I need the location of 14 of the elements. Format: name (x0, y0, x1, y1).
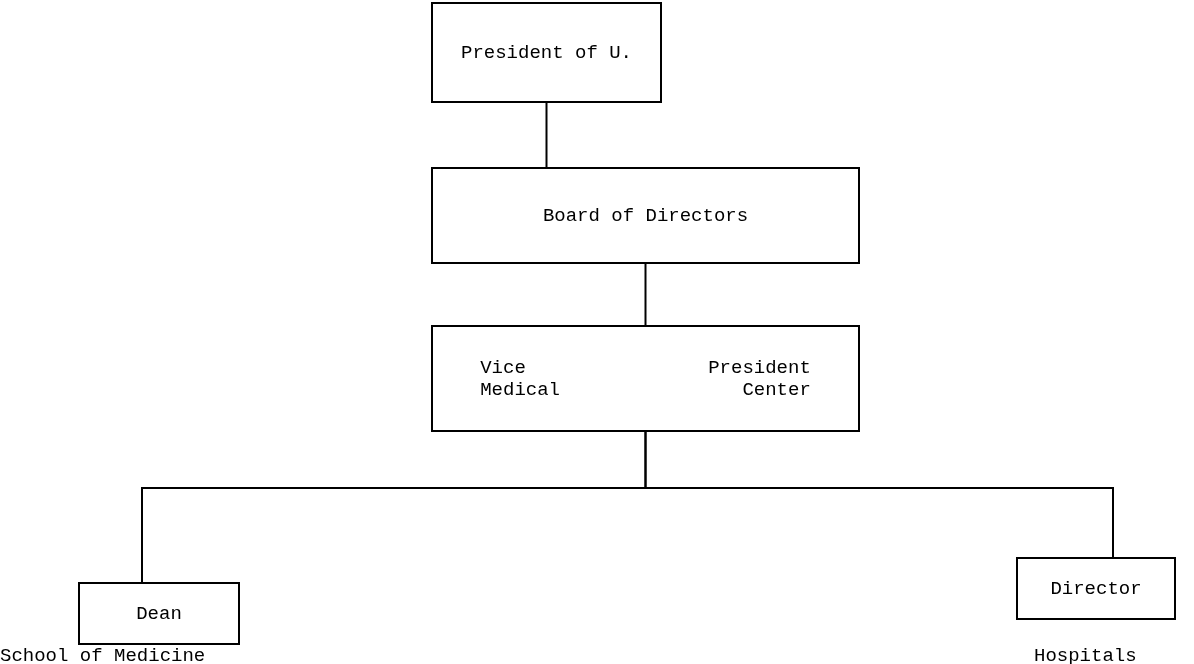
position-title: Dean (136, 602, 182, 625)
position-title: Director (1050, 577, 1142, 600)
org-box (431, 167, 860, 264)
position-title: Vice President Medical Center (479, 356, 812, 401)
connector-line (545, 102, 548, 168)
position-title: President of U. (461, 41, 632, 64)
org-box (1016, 557, 1176, 620)
position-title: Board of Directors (542, 204, 749, 227)
connector-line (644, 263, 647, 326)
connector-line (644, 431, 1114, 558)
unit-name: School of Medicine (0, 645, 206, 664)
org-box (431, 2, 662, 103)
org-box (431, 325, 860, 432)
org-box (78, 582, 240, 645)
